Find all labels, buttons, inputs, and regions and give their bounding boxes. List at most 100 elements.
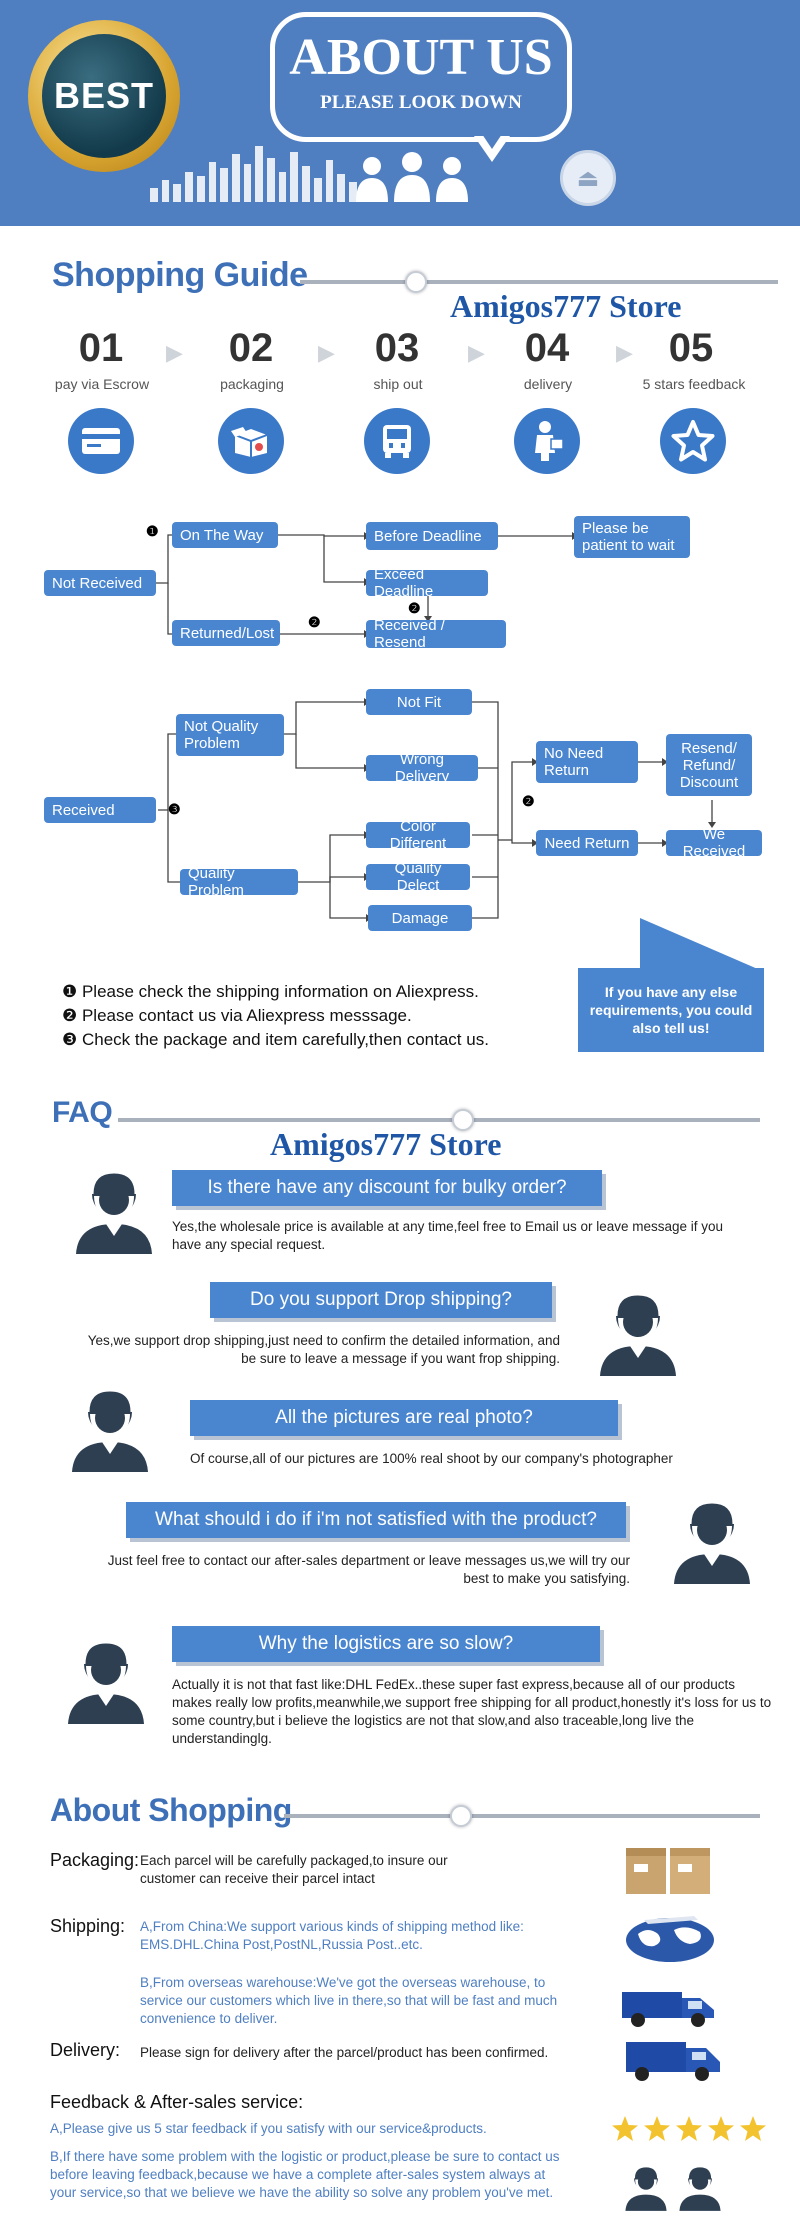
marker-2: ❷ [522, 793, 535, 809]
five-stars-icon [612, 2116, 766, 2141]
guide-slider-track [300, 280, 778, 284]
step-5-label: 5 stars feedback [642, 376, 746, 392]
step-1-label: pay via Escrow [54, 376, 150, 392]
not-fit-box: Not Fit [366, 689, 472, 715]
we-received-box: We Received [666, 826, 762, 860]
quality-delect-box: Quality Delect [366, 860, 470, 894]
resend-refund-box: Resend/ Refund/ Discount [666, 734, 752, 796]
shopping-slider-track [284, 1814, 760, 1818]
faq-answer-5: Actually it is not that fast like:DHL Fe… [172, 1677, 772, 1746]
marker-2: ❷ [408, 600, 421, 616]
damage-box: Damage [368, 905, 472, 931]
step-arrow-icon: ▶ [616, 340, 633, 365]
speech-bubble-tail-inner [480, 131, 504, 149]
faq-slider-track [118, 1118, 760, 1122]
about-shopping-title: About Shopping [50, 1792, 292, 1828]
feedback-text-b: B,If there have some problem with the lo… [50, 2149, 560, 2200]
guide-slider-knob [405, 271, 427, 293]
faq-question-4: What should i do if i'm not satisfied wi… [126, 1502, 626, 1538]
people-icon [356, 152, 468, 202]
faq-answer-2: Yes,we support drop shipping,just need t… [87, 1333, 560, 1366]
wrong-delivery-box: Wrong Delivery [366, 751, 478, 785]
faq-title: FAQ [52, 1096, 113, 1129]
note-2: ❷ Please contact us via Aliexpress messs… [62, 1006, 412, 1025]
step-2-label: packaging [220, 376, 284, 392]
faq-question-1: Is there have any discount for bulky ord… [172, 1170, 602, 1206]
quality-problem-box: Quality Problem [180, 865, 298, 899]
note-1: ❶ Please check the shipping information … [62, 982, 479, 1001]
exceed-deadline-box: Exceed Deadline [366, 566, 488, 600]
on-the-way-box: On The Way [172, 522, 278, 548]
flowchart-connectors [154, 531, 716, 922]
support-agent-icon [68, 1640, 144, 1724]
feedback-label: Feedback & After-sales service: [50, 2092, 304, 2112]
parcel-boxes-icon [626, 1848, 710, 1894]
packaging-text: Each parcel will be carefully packaged,t… [140, 1853, 448, 1886]
support-agent-icon [600, 1292, 676, 1376]
step-3-label: ship out [373, 376, 423, 392]
guide-store-name: Amigos777 Store [450, 288, 682, 324]
step-1-number: 01 [78, 326, 124, 370]
support-agent-icon [76, 1170, 152, 1254]
marker-1: ❶ [146, 523, 159, 539]
faq-answer-3: Of course,all of our pictures are 100% r… [190, 1451, 673, 1466]
before-deadline-box: Before Deadline [366, 522, 498, 550]
delivery-text: Please sign for delivery after the parce… [140, 2045, 549, 2060]
shipping-text-a: A,From China:We support various kinds of… [140, 1919, 524, 1952]
marker-3: ❸ [168, 801, 181, 817]
step-5-number: 05 [668, 326, 714, 370]
contact-callout: If you have any else requirements, you c… [578, 968, 764, 1052]
delivery-person-icon [514, 408, 580, 474]
shopping-slider-knob [450, 1805, 472, 1827]
faq-answer-1: Yes,the wholesale price is available at … [172, 1219, 724, 1252]
credit-card-icon [68, 408, 134, 474]
step-arrow-icon: ▶ [166, 340, 183, 365]
shopping-guide-title: Shopping Guide [52, 256, 308, 294]
no-need-return-box: No Need Return [536, 741, 638, 783]
marker-2: ❷ [308, 614, 321, 630]
callout-tail [640, 918, 760, 970]
faq-question-3: All the pictures are real photo? [190, 1400, 618, 1436]
van-icon [622, 1992, 714, 2027]
box-icon [218, 408, 284, 474]
not-quality-box: Not Quality Problem [176, 714, 284, 756]
faq-store-name: Amigos777 Store [270, 1126, 502, 1162]
step-3-number: 03 [374, 326, 420, 370]
returned-lost-box: Returned/Lost [172, 620, 280, 646]
feedback-text-a: A,Please give us 5 star feedback if you … [50, 2121, 487, 2136]
globe-plane-icon [626, 1916, 714, 1962]
patient-box: Please be patient to wait [574, 516, 690, 558]
note-3: ❸ Check the package and item carefully,t… [62, 1030, 489, 1049]
packaging-label: Packaging: [50, 1850, 140, 1870]
header-banner: BEST ABOUT US PLEASE LOOK DOWN ⏏ [0, 0, 800, 226]
step-2-number: 02 [228, 326, 274, 370]
faq-question-5: Why the logistics are so slow? [172, 1626, 600, 1662]
not-received-box: Not Received [44, 570, 156, 596]
star-icon [660, 408, 726, 474]
truck-icon [364, 408, 430, 474]
delivery-label: Delivery: [50, 2040, 121, 2060]
color-different-box: Color Different [366, 818, 470, 852]
support-agent-icon [679, 2165, 721, 2211]
page-subtitle: PLEASE LOOK DOWN [320, 92, 522, 113]
support-agent-icon [674, 1500, 750, 1584]
page-title: ABOUT US [289, 29, 553, 86]
faq-question-2: Do you support Drop shipping? [210, 1282, 552, 1318]
step-arrow-icon: ▶ [468, 340, 485, 365]
best-badge-text: BEST [42, 34, 166, 158]
shipping-text-b: B,From overseas warehouse:We've got the … [140, 1975, 558, 2026]
need-return-box: Need Return [536, 830, 638, 856]
step-arrow-icon: ▶ [318, 340, 335, 365]
delivery-truck-icon [626, 2042, 720, 2081]
step-4-label: delivery [523, 376, 573, 392]
received-resend-box: Received / Resend [366, 617, 506, 651]
faq-answer-4: Just feel free to contact our after-sale… [107, 1553, 630, 1586]
speech-bubble [270, 12, 572, 142]
step-4-number: 04 [524, 326, 570, 370]
support-agent-icon [625, 2165, 667, 2211]
support-agent-icon [72, 1388, 148, 1472]
received-box: Received [44, 797, 156, 823]
eject-icon: ⏏ [560, 150, 616, 206]
faq-slider-knob [452, 1109, 474, 1131]
shipping-label: Shipping: [50, 1916, 126, 1936]
